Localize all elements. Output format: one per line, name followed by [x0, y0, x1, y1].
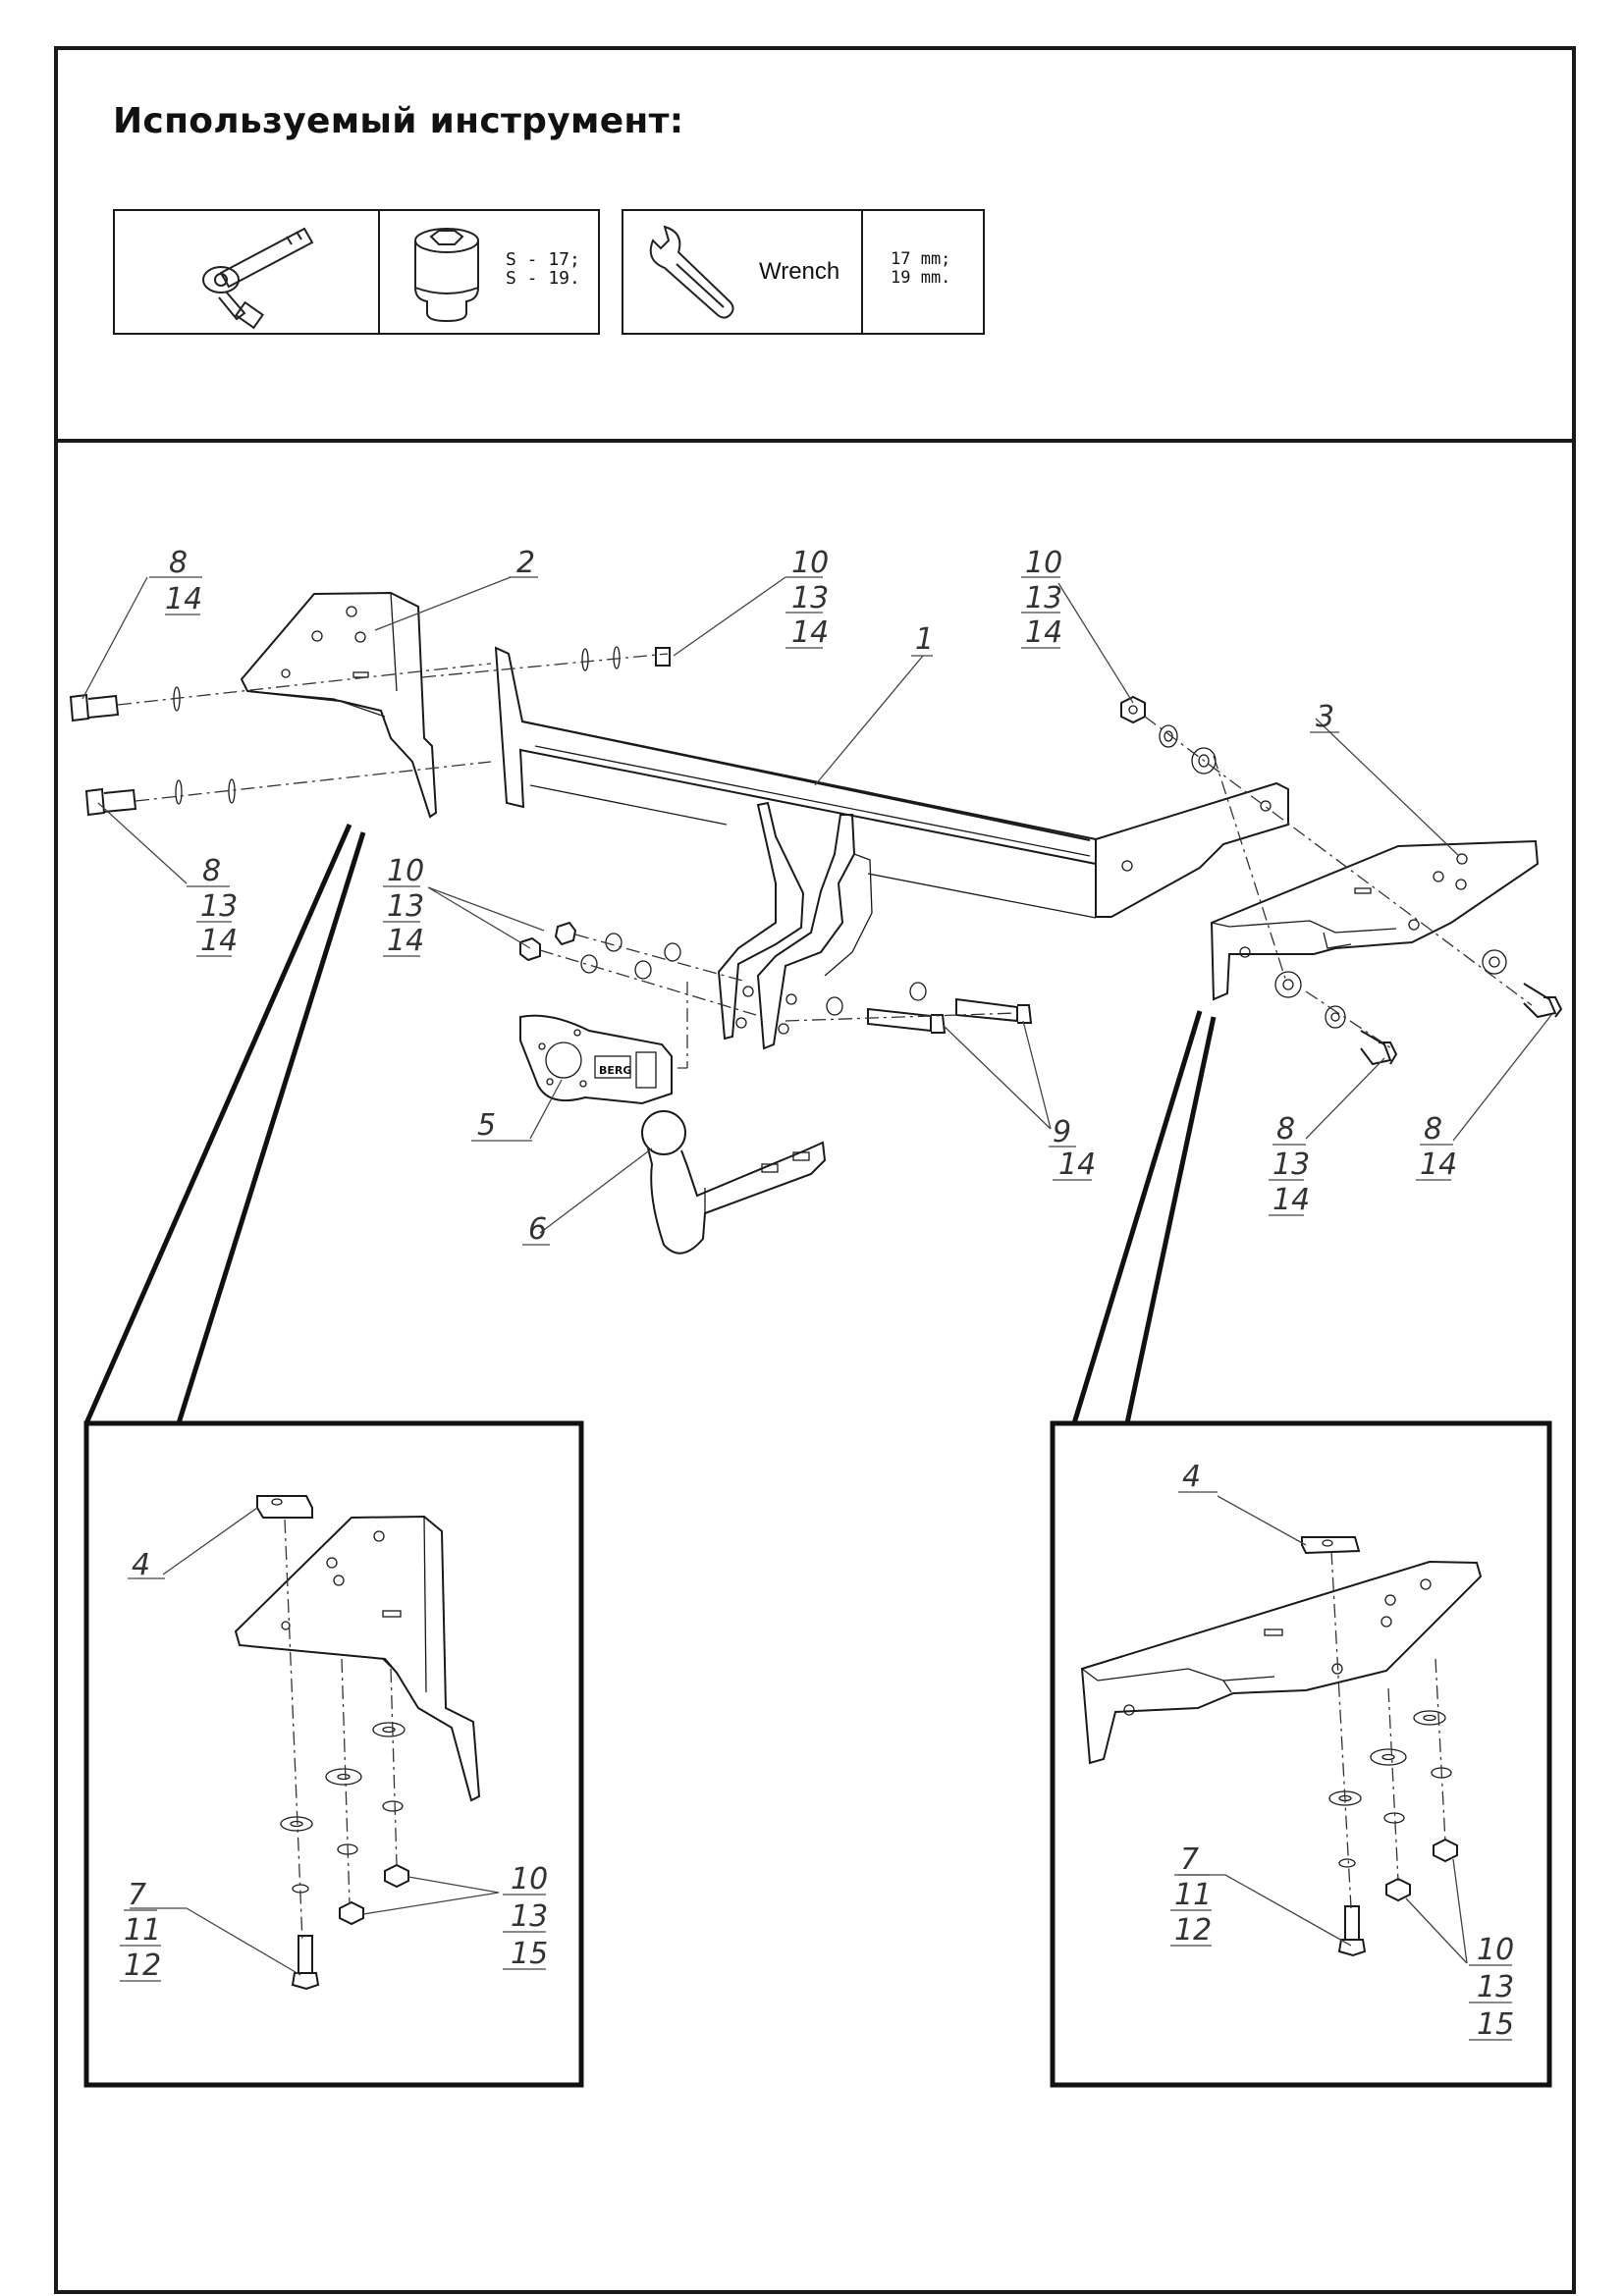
cross-beam-part-1 — [494, 646, 1289, 1050]
svg-text:14: 14 — [1272, 1183, 1310, 1217]
svg-text:4: 4 — [1182, 1460, 1201, 1494]
ratchet-cell — [115, 211, 378, 333]
callout-10-middle-left: 10 13 14 — [383, 854, 424, 958]
svg-text:4: 4 — [132, 1548, 150, 1582]
callout-10-top-right: 10 13 14 — [1021, 546, 1062, 650]
callout-6: 6 — [522, 1212, 550, 1247]
socket-sizes: S - 17; S - 19. — [506, 250, 580, 288]
svg-text:14: 14 — [1058, 1148, 1096, 1182]
wrench-cell: Wrench — [623, 211, 861, 333]
callouts-main: 8 14 2 10 13 14 1 10 13 14 — [149, 546, 1457, 1247]
svg-text:10: 10 — [511, 1862, 548, 1896]
svg-text:14: 14 — [1420, 1148, 1457, 1182]
socket-head-icon — [414, 228, 479, 323]
callout-2: 2 — [509, 546, 538, 580]
svg-text:14: 14 — [791, 615, 829, 650]
svg-text:13: 13 — [387, 889, 424, 924]
section-divider — [54, 439, 1576, 443]
svg-text:13: 13 — [1025, 581, 1062, 615]
svg-text:12: 12 — [1174, 1913, 1212, 1948]
svg-text:8: 8 — [202, 854, 221, 888]
leader-lines-main — [81, 576, 1552, 1234]
svg-text:10: 10 — [387, 854, 424, 888]
wrench-icon — [649, 225, 734, 319]
svg-text:13: 13 — [200, 889, 238, 924]
hardware-main — [69, 646, 1563, 1066]
callout-9: 9 14 — [1049, 1115, 1096, 1182]
svg-text:11: 11 — [124, 1913, 161, 1948]
socket-plate-part-5: BERG — [519, 1014, 673, 1105]
socket-size-19: S - 19. — [506, 268, 580, 289]
svg-text:14: 14 — [1025, 615, 1062, 650]
left-bracket-part-2 — [240, 591, 438, 819]
detail-right-callout-7: 7 11 12 — [1170, 1842, 1212, 1948]
svg-text:13: 13 — [1477, 1970, 1514, 2004]
svg-text:10: 10 — [791, 546, 829, 580]
svg-text:15: 15 — [1477, 2007, 1514, 2042]
svg-text:7: 7 — [1180, 1842, 1199, 1877]
detail-left-callout-10: 10 13 15 — [503, 1862, 548, 1971]
callout-8-middle-left: 8 13 14 — [187, 854, 238, 958]
wrench-size-cell: 17 mm; 19 mm. — [861, 211, 987, 333]
svg-text:9: 9 — [1053, 1115, 1071, 1149]
detail-box-left: 4 7 11 12 10 13 15 — [83, 1420, 584, 2088]
svg-text:10: 10 — [1477, 1933, 1514, 1967]
socket-size-17: S - 17; — [506, 249, 580, 270]
tow-ball-part-6 — [641, 1110, 827, 1255]
assembly-axes — [117, 653, 1533, 1069]
callout-10-top-center: 10 13 14 — [785, 546, 829, 650]
wrench-label: Wrench — [759, 258, 840, 285]
tool-box-wrench: Wrench 17 mm; 19 mm. — [622, 209, 985, 335]
svg-text:7: 7 — [128, 1878, 146, 1912]
socket-cell: S - 17; S - 19. — [378, 211, 602, 333]
callout-8-right-right: 8 14 — [1416, 1112, 1457, 1182]
brand-mark: BERG — [599, 1064, 631, 1077]
svg-text:11: 11 — [1174, 1878, 1212, 1912]
callout-8-right-center: 8 13 14 — [1269, 1112, 1310, 1217]
svg-text:8: 8 — [169, 546, 188, 580]
callout-8-top-left: 8 14 — [149, 546, 202, 616]
svg-text:13: 13 — [791, 581, 829, 615]
page-frame — [54, 46, 1576, 2294]
detail-right-callout-4: 4 — [1178, 1460, 1218, 1494]
right-bracket-part-3 — [1210, 839, 1540, 1001]
callout-5: 5 — [471, 1108, 532, 1143]
page-title: Используемый инструмент: — [113, 101, 684, 141]
zoom-connectors — [83, 823, 1217, 1425]
svg-text:13: 13 — [1272, 1148, 1310, 1182]
svg-text:5: 5 — [477, 1108, 496, 1143]
svg-text:8: 8 — [1276, 1112, 1295, 1147]
callout-3: 3 — [1310, 700, 1339, 734]
ratchet-icon — [202, 227, 314, 330]
callout-1: 1 — [911, 622, 934, 657]
detail-left-callout-4: 4 — [128, 1548, 165, 1582]
wrench-sizes: 17 mm; 19 mm. — [891, 250, 950, 288]
tool-box-socket: S - 17; S - 19. — [113, 209, 600, 335]
svg-text:2: 2 — [516, 546, 535, 580]
svg-text:3: 3 — [1316, 700, 1334, 734]
detail-right-callout-10: 10 13 15 — [1469, 1933, 1514, 2042]
svg-text:1: 1 — [915, 622, 934, 657]
svg-text:14: 14 — [165, 582, 202, 616]
svg-text:15: 15 — [511, 1937, 548, 1971]
svg-text:14: 14 — [387, 924, 424, 958]
svg-text:10: 10 — [1025, 546, 1062, 580]
svg-text:6: 6 — [528, 1212, 547, 1247]
svg-text:8: 8 — [1424, 1112, 1442, 1147]
svg-text:13: 13 — [511, 1899, 548, 1934]
wrench-size-17: 17 mm; — [891, 249, 951, 269]
svg-text:12: 12 — [124, 1949, 161, 1983]
detail-box-right: 4 7 11 12 10 13 15 — [1050, 1420, 1552, 2088]
detail-left-callout-7: 7 11 12 — [120, 1878, 161, 1983]
wrench-size-19: 19 mm. — [891, 268, 951, 288]
svg-text:14: 14 — [200, 924, 238, 958]
